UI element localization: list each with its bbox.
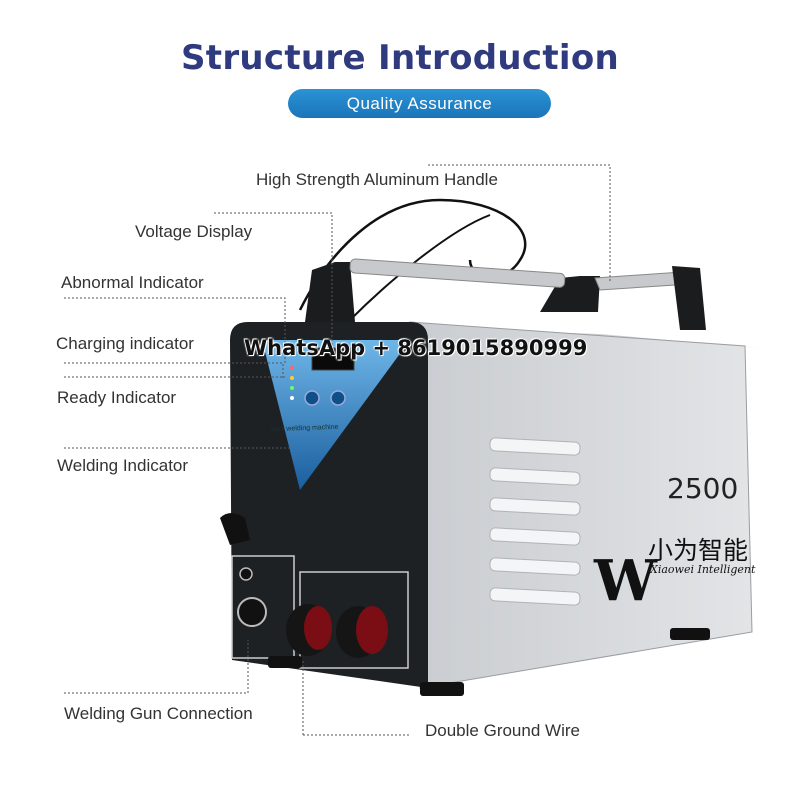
gun-socket (237, 597, 267, 627)
leader-lines (64, 164, 611, 736)
control-triangle (262, 340, 410, 490)
callout-welding-indicator: Welding Indicator (57, 456, 189, 475)
knob-left (304, 390, 320, 406)
callout-double-ground-wire: Double Ground Wire (425, 721, 580, 740)
front-panel (230, 322, 428, 688)
callout-abnormal-indicator: Abnormal Indicator (61, 273, 204, 292)
page-title: Structure Introduction (181, 38, 619, 78)
voltage-display (311, 347, 355, 371)
knob-right (330, 390, 346, 406)
brand-name-english: Xiaowei Intelligent (650, 563, 756, 576)
callout-voltage-display: Voltage Display (135, 222, 253, 241)
callout-handle: High Strength Aluminum Handle (256, 170, 498, 189)
brand-name-chinese: 小为智能 (648, 536, 749, 565)
model-number: 2500 (667, 472, 739, 505)
quality-badge: Quality Assurance (288, 89, 551, 118)
gun-socket-frame (231, 555, 295, 659)
contact-watermark: WhatsApp + 8619015890999 (244, 336, 588, 360)
vent-slots (489, 437, 581, 606)
callout-charging-indicator: Charging indicator (56, 334, 194, 353)
brand-w-logo: W (593, 548, 658, 614)
aluminum-handle (305, 258, 706, 330)
callout-ready-indicator: Ready Indicator (57, 388, 177, 407)
callout-welding-gun-connection: Welding Gun Connection (64, 704, 253, 723)
